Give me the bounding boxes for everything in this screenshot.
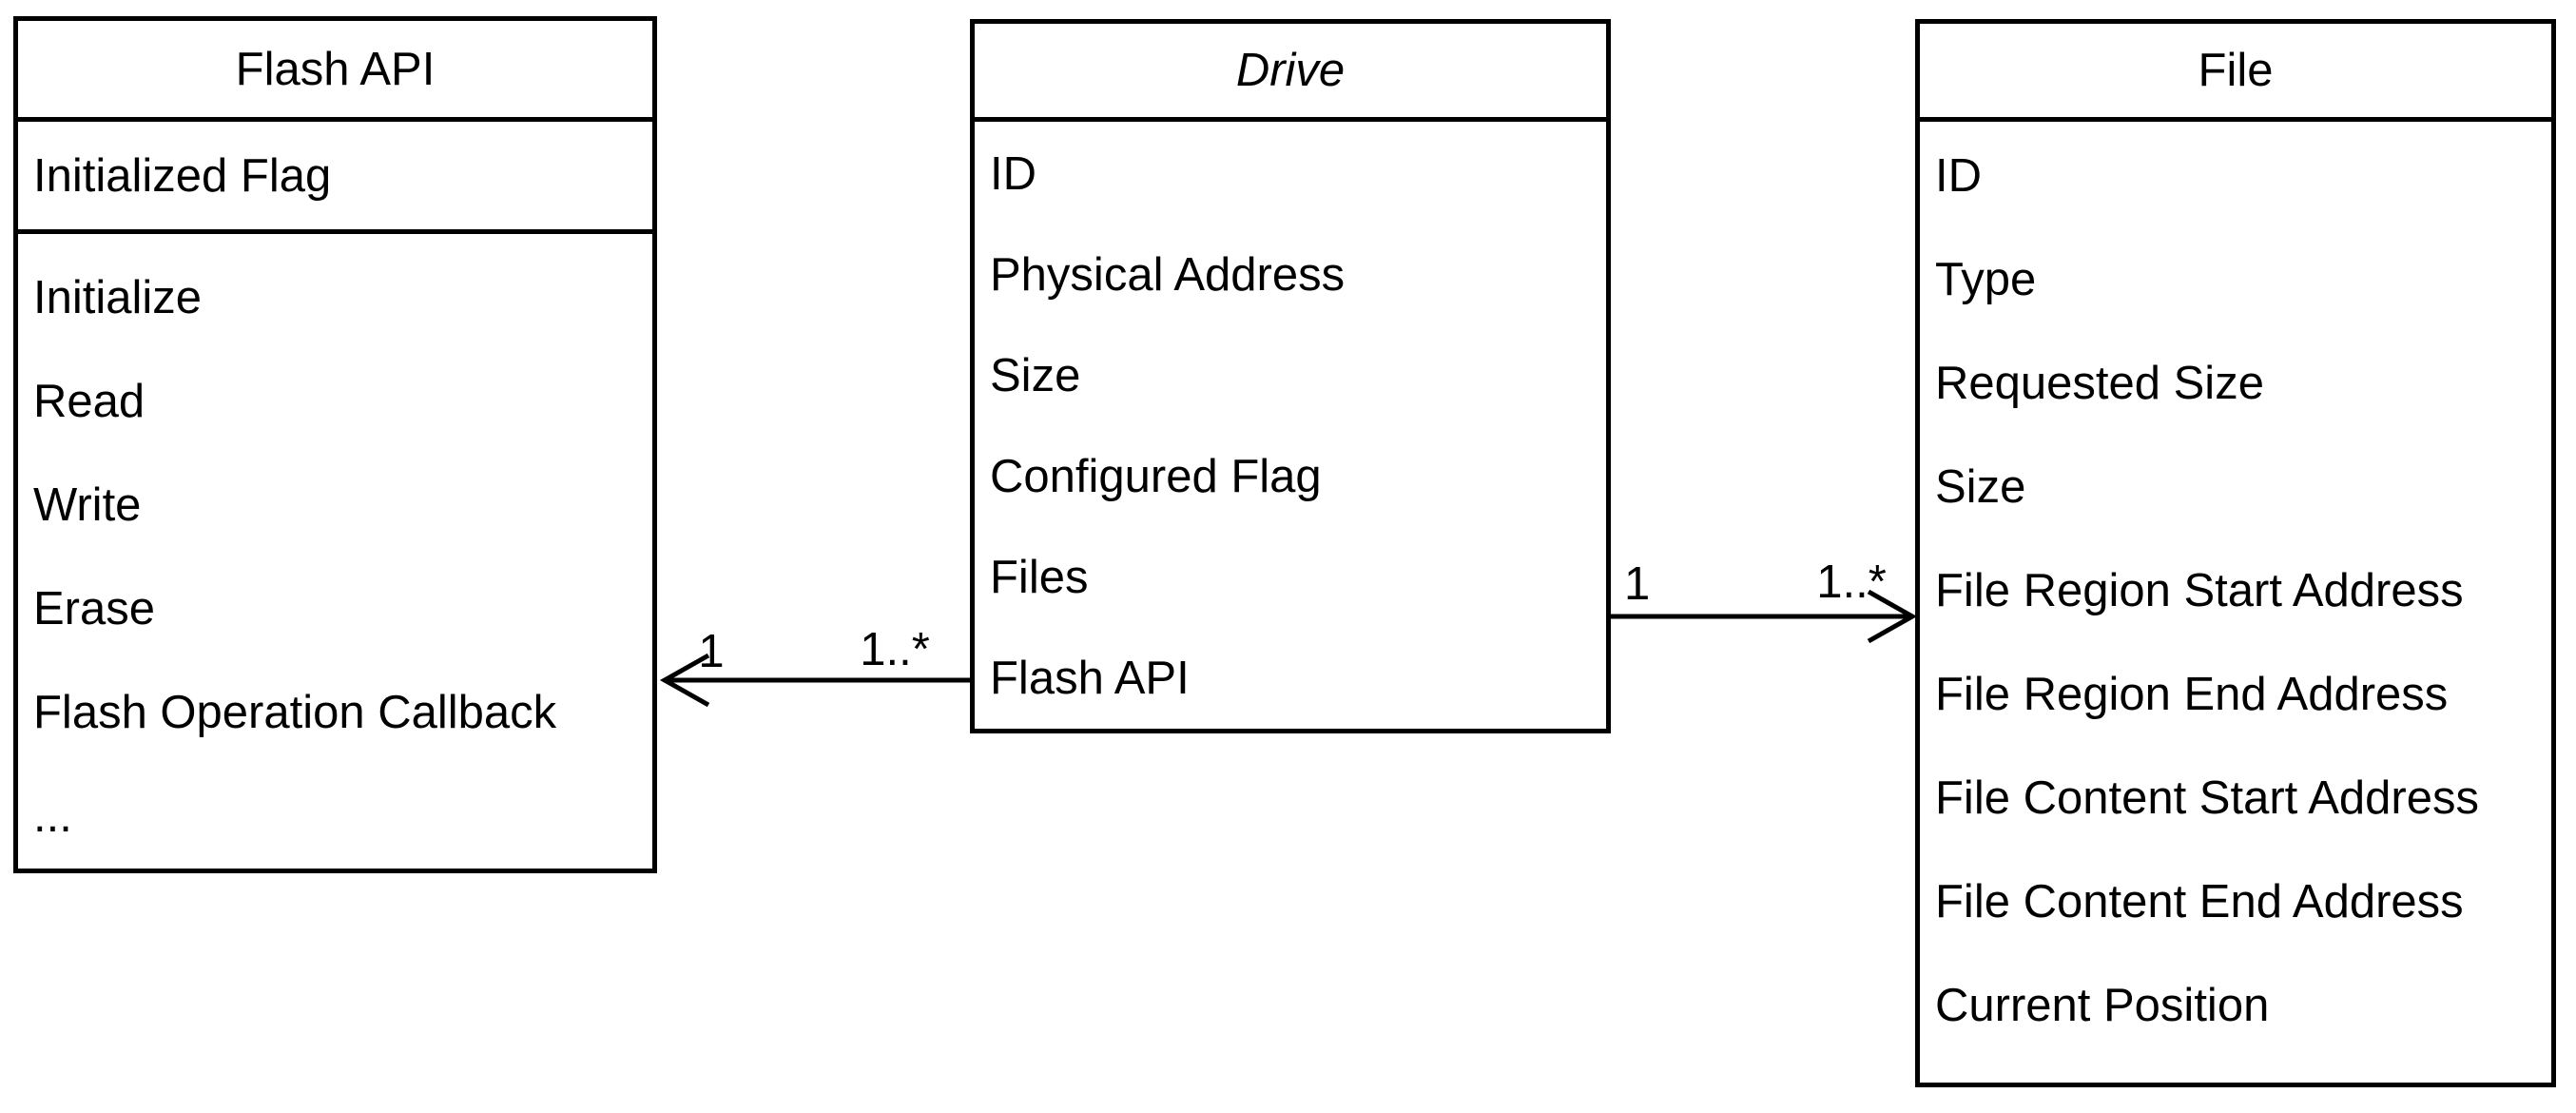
class-box-file: File ID Type Requested Size Size File Re… — [1915, 19, 2556, 1087]
association-drive-to-file: 1 1..* — [1611, 556, 1918, 644]
open-arrowhead-icon — [659, 653, 710, 708]
attribute-row: Type — [1935, 253, 2037, 305]
attribute-row: Requested Size — [1935, 357, 2264, 409]
attribute-row: Initialized Flag — [33, 149, 332, 202]
attribute-row: File Region End Address — [1935, 668, 2449, 720]
flash-api-attributes-compartment: Initialized Flag — [18, 122, 652, 234]
attribute-row: File Region Start Address — [1935, 564, 2464, 616]
file-attributes-compartment: ID Type Requested Size Size File Region … — [1920, 122, 2551, 1057]
attribute-row: Physical Address — [990, 249, 1346, 301]
attribute-row: Flash API — [990, 653, 1190, 704]
attribute-row: Files — [990, 552, 1089, 603]
attribute-row: Size — [1935, 460, 2026, 513]
flash-api-operations-compartment: Initialize Read Write Erase Flash Operat… — [18, 234, 652, 868]
class-box-drive: Drive ID Physical Address Size Configure… — [970, 19, 1611, 733]
class-title-flash-api: Flash API — [18, 21, 652, 122]
multiplicity-label: 1..* — [1816, 556, 1887, 608]
attribute-row: ID — [990, 148, 1036, 200]
operation-row-ellipsis: ... — [33, 790, 72, 842]
open-arrowhead-icon — [1867, 589, 1918, 644]
attribute-row: File Content End Address — [1935, 875, 2464, 928]
class-title-file: File — [1920, 24, 2551, 122]
attribute-row: Current Position — [1935, 979, 2270, 1031]
operation-row: Erase — [33, 582, 156, 635]
class-box-flash-api: Flash API Initialized Flag Initialize Re… — [13, 16, 657, 873]
class-title-drive: Drive — [975, 24, 1606, 122]
multiplicity-label: 1..* — [860, 624, 930, 675]
attribute-row: Size — [990, 350, 1081, 401]
attribute-row: ID — [1935, 149, 1982, 202]
operation-row: Initialize — [33, 271, 203, 323]
operation-row: Write — [33, 478, 142, 531]
drive-attributes-compartment: ID Physical Address Size Configured Flag… — [975, 122, 1606, 729]
multiplicity-label: 1 — [698, 626, 724, 677]
operation-row: Read — [33, 375, 145, 427]
multiplicity-label: 1 — [1624, 558, 1650, 610]
attribute-row: File Content Start Address — [1935, 771, 2479, 824]
operation-row: Flash Operation Callback — [33, 686, 557, 738]
attribute-row: Configured Flag — [990, 451, 1322, 502]
association-drive-to-flash-api: 1 1..* — [659, 624, 970, 708]
